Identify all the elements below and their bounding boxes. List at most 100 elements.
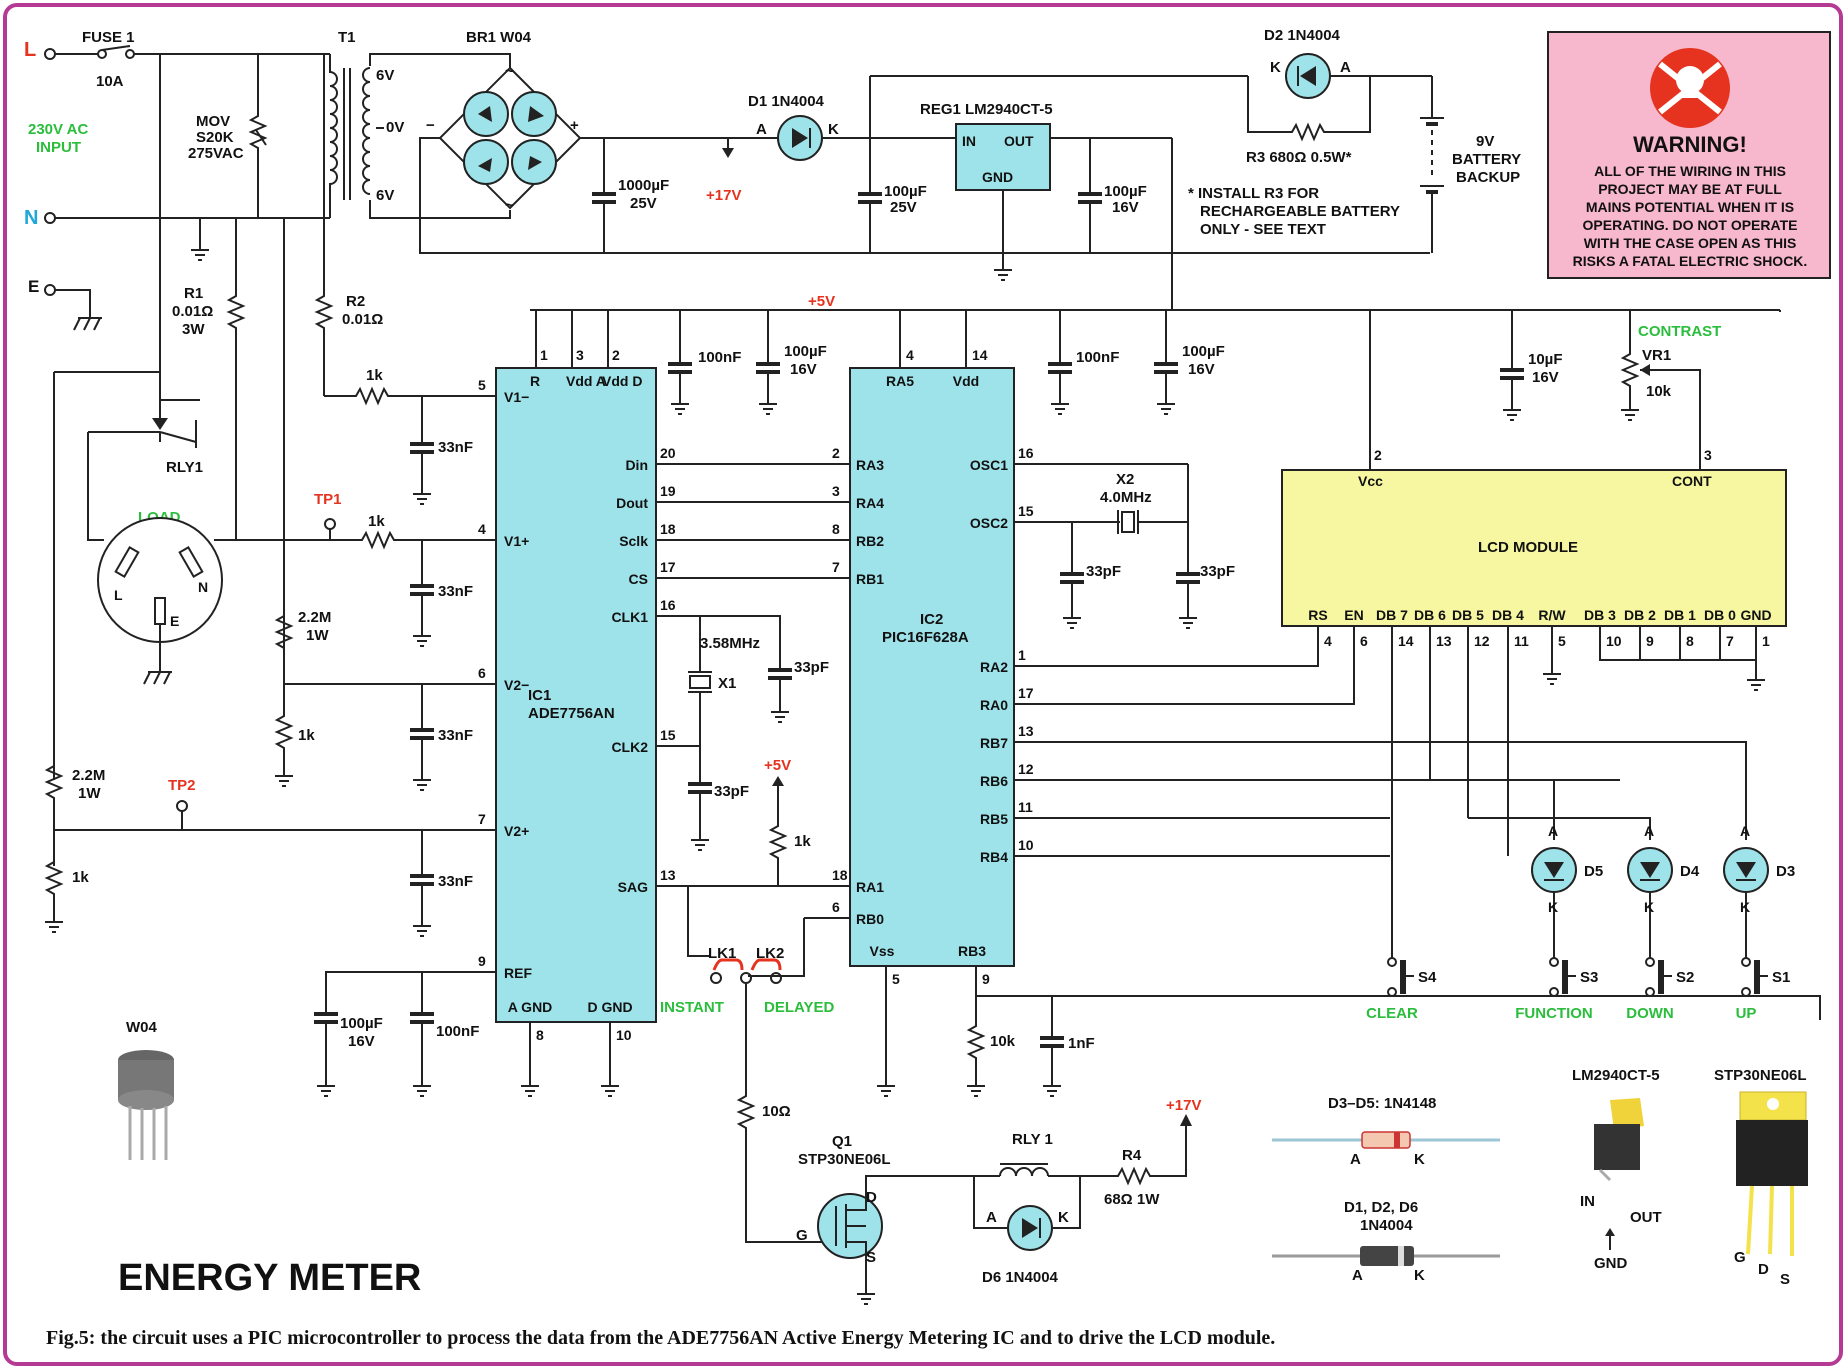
lcd-pin-label: DB 7 [1376, 607, 1408, 623]
socket-n: N [198, 579, 208, 595]
ic2-pin-label: RA2 [980, 659, 1008, 675]
r-1k-v2p: 1k [72, 869, 89, 886]
ic2-pic16f628a [849, 367, 1015, 967]
earth-terminal [44, 284, 56, 296]
line-terminal-label: L [24, 39, 36, 61]
led-label: D5 [1584, 863, 1603, 880]
mov-label: MOV [196, 113, 230, 130]
contrast-label: CONTRAST [1638, 323, 1721, 340]
ic2-pin-label: RA5 [886, 373, 914, 389]
vr1-value: 10k [1646, 383, 1672, 400]
rail-5v-label: +5V [808, 293, 835, 310]
ic1-pin-label: Dout [616, 495, 648, 511]
lcd-pin-label: DB 1 [1664, 607, 1696, 623]
ic1-pin-label: Sclk [619, 533, 648, 549]
switch-s3[interactable] [1562, 960, 1568, 994]
led-label: D4 [1680, 863, 1700, 880]
bridge-ac-1: ~ [505, 63, 514, 80]
legend-w04: W04 [126, 1019, 158, 1036]
lk2-label: LK2 [756, 945, 784, 962]
ic2-pin-number: 8 [832, 521, 840, 537]
bridge-minus: − [426, 117, 435, 134]
ic2-pin-number: 17 [1018, 685, 1034, 701]
switch-s2[interactable] [1658, 960, 1664, 994]
lcd-pin-number: 6 [1360, 633, 1368, 649]
lcd-pin-label: DB 4 [1492, 607, 1524, 623]
c-100uf-ic1-voltage: 16V [790, 361, 817, 378]
lcd-name: LCD MODULE [1478, 539, 1578, 556]
x1-frequency: 3.58MHz [700, 635, 760, 652]
ic2-pin-number: 15 [1018, 503, 1034, 519]
ic2-pin-number: 1 [1018, 647, 1026, 663]
lcd-module [1281, 469, 1787, 627]
d2-cathode: K [1270, 59, 1281, 76]
r2-value: 0.01Ω [342, 311, 383, 328]
c-10uf: 10µF [1528, 351, 1563, 368]
d2-anode: A [1340, 59, 1351, 76]
legend-lm-in: IN [1580, 1193, 1595, 1210]
c2-value: 100µF [884, 183, 927, 200]
lcd-pin-number: 7 [1726, 633, 1734, 649]
fuse-label: FUSE 1 [82, 29, 135, 46]
link-delayed: DELAYED [764, 999, 834, 1016]
c-100uf-ic2-voltage: 16V [1188, 361, 1215, 378]
crystal-x1 [688, 671, 712, 693]
r-1k-v1p: 1k [368, 513, 385, 530]
c-100nf-ref: 100nF [436, 1023, 479, 1040]
ic2-pin-number: 2 [832, 445, 840, 461]
ic2-pin-number: 10 [1018, 837, 1034, 853]
led-label: D3 [1776, 863, 1795, 880]
ic2-pin-label: RB4 [980, 849, 1008, 865]
switch-s1[interactable] [1754, 960, 1760, 994]
legend-1n4004-anode: A [1352, 1267, 1363, 1284]
legend-stp30: STP30NE06L [1714, 1067, 1807, 1084]
lcd-pin-number: 12 [1474, 633, 1490, 649]
tp1 [324, 518, 336, 530]
ic1-pin-number: 15 [660, 727, 676, 743]
ic1-part: ADE7756AN [528, 705, 615, 722]
c-33nf-v2p: 33nF [438, 873, 473, 890]
switch-s4[interactable] [1400, 960, 1406, 994]
c-1nf: 1nF [1068, 1035, 1095, 1052]
lcd-cont: CONT [1672, 473, 1712, 489]
stp30-package [1736, 1091, 1808, 1256]
warning-line: ALL OF THE WIRING IN THIS [1594, 163, 1786, 179]
w04-package [118, 1050, 174, 1160]
r1-value: 0.01Ω [172, 303, 213, 320]
legend-d1d2d6: D1, D2, D6 [1344, 1199, 1418, 1216]
ic2-pin-label: RA0 [980, 697, 1008, 713]
r-1k-sag: 1k [794, 833, 811, 850]
lcd-vcc: Vcc [1358, 473, 1383, 489]
ic1-pin-label: V2− [504, 677, 529, 693]
lcd-pin-number: 5 [1558, 633, 1566, 649]
d1-cathode: K [828, 121, 839, 138]
earth-terminal-label: E [28, 277, 39, 296]
led-cathode: K [1644, 899, 1654, 915]
switch-function-label: DOWN [1626, 1005, 1674, 1022]
bridge-ac-2: ~ [505, 197, 514, 214]
mov-voltage: 275VAC [188, 145, 244, 162]
ic1-pin-label: D GND [587, 999, 632, 1015]
q1-part: STP30NE06L [798, 1151, 891, 1168]
x1-label: X1 [718, 675, 736, 692]
ac-input-label-2: INPUT [36, 139, 81, 156]
r-10ohm: 10Ω [762, 1103, 791, 1120]
r-2m2-a: 2.2M [298, 609, 331, 626]
legend-d3d5-anode: A [1350, 1151, 1361, 1168]
ic2-pin-label: RB0 [856, 911, 884, 927]
lcd-pin-label: DB 5 [1452, 607, 1484, 623]
r-1k-v2n: 1k [298, 727, 315, 744]
led-anode: A [1548, 823, 1558, 839]
lcd-pin-label: R/W [1538, 607, 1566, 623]
lcd-pin-number: 10 [1606, 633, 1622, 649]
ic1-pin-number: 9 [478, 953, 486, 969]
lcd-pin-number: 14 [1398, 633, 1414, 649]
lcd-pin-label: GND [1740, 607, 1771, 623]
legend-stp-d: D [1758, 1261, 1769, 1278]
tp2-label: TP2 [168, 777, 196, 794]
ic2-pin-number: 16 [1018, 445, 1034, 461]
ic1-pin-number: 4 [478, 521, 486, 537]
